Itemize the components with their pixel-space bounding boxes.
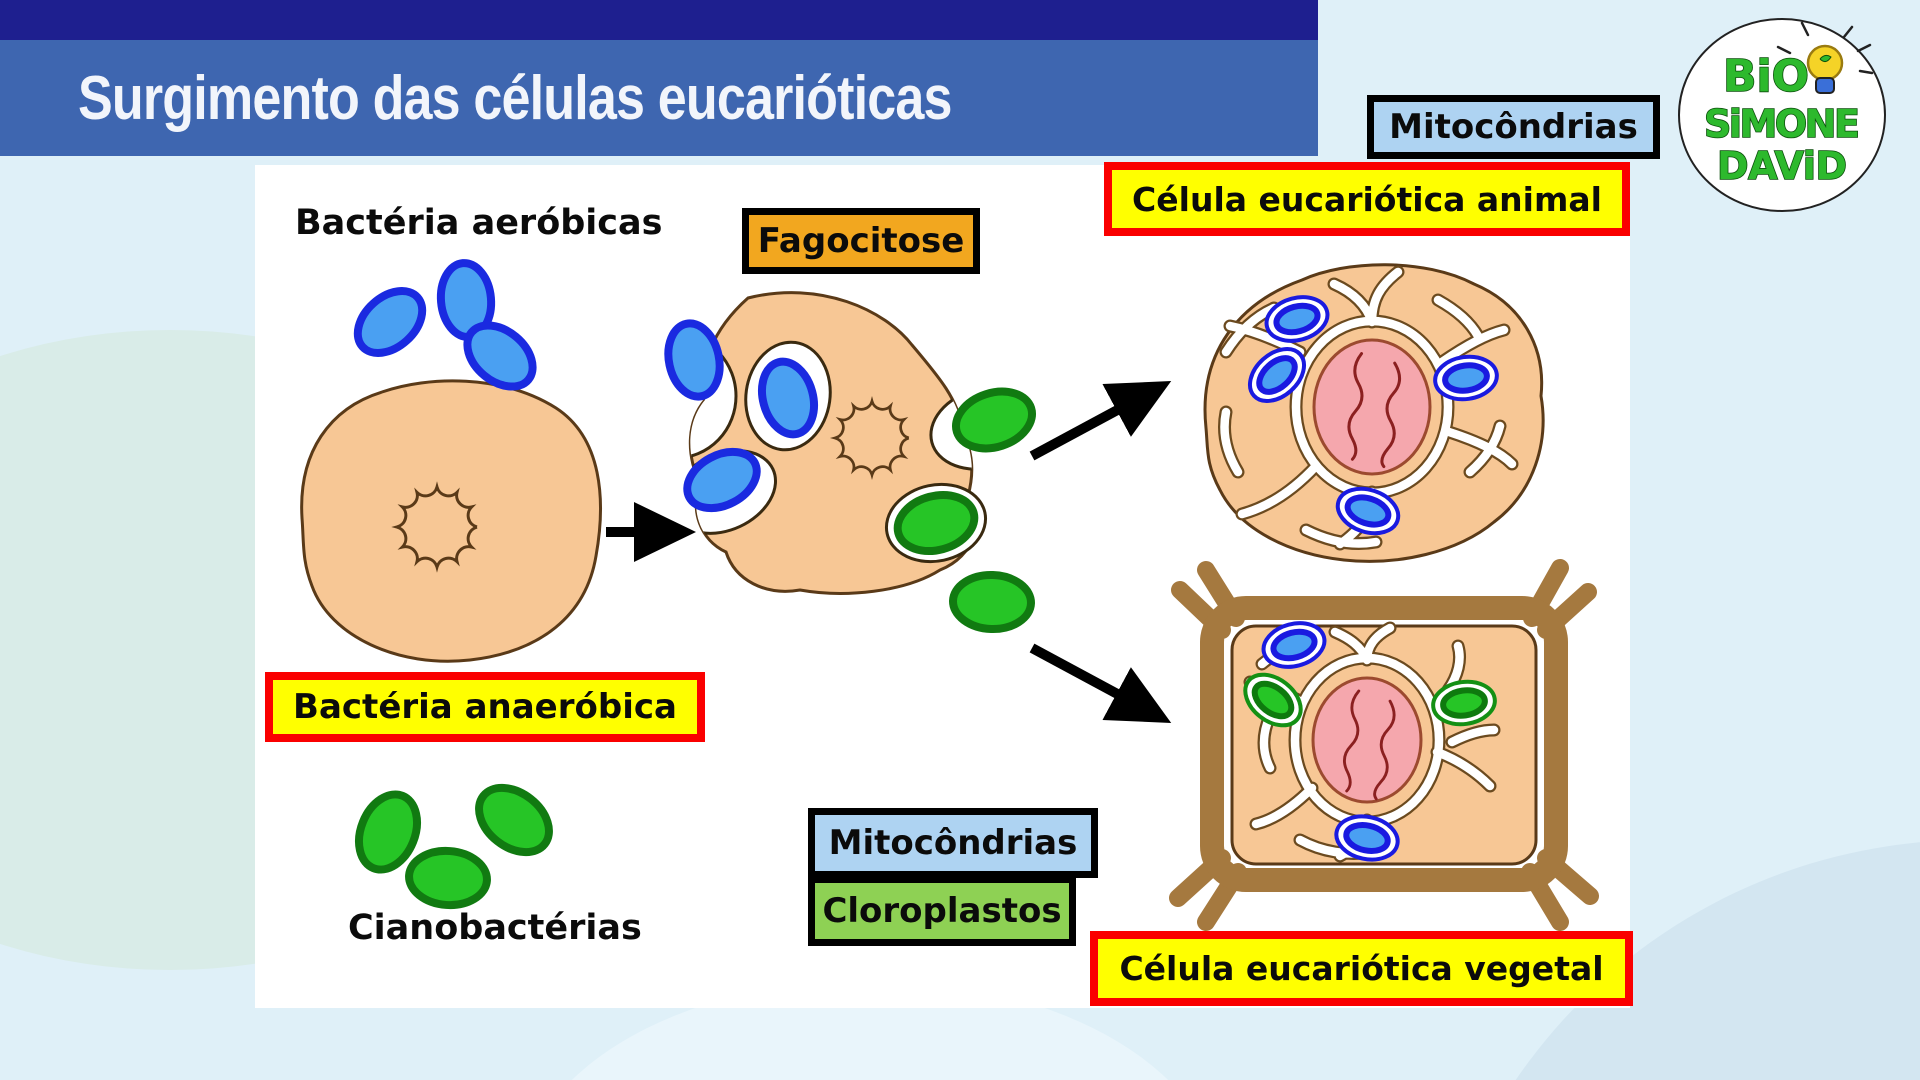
label-celula-animal: Célula eucariótica animal <box>1104 162 1630 236</box>
lightbulb-icon <box>1776 21 1874 94</box>
label-bacteria-aerobicas: Bactéria aeróbicas <box>295 203 663 243</box>
logo-line3: DAViD <box>1717 144 1847 188</box>
aerobic-bacteria-group <box>346 261 545 399</box>
logo-line2: SiMONE <box>1704 102 1860 146</box>
label-bacteria-anaerobica: Bactéria anaeróbica <box>265 672 705 742</box>
label-cloroplastos: Cloroplastos <box>808 876 1076 946</box>
logo-line1: BiO <box>1723 51 1809 102</box>
label-mitocondrias-vegetal: Mitocôndrias <box>808 808 1098 878</box>
nucleus <box>1312 338 1432 476</box>
phagocytosis-cell <box>616 291 1050 631</box>
arrow-up-right-icon <box>1029 381 1172 461</box>
page-title: Surgimento das células eucarióticas <box>78 63 953 133</box>
bio-simone-david-logo: BiO SiMONE DAViD <box>1678 18 1886 212</box>
anaerobic-bacterium-cell <box>300 379 602 663</box>
cyanobacteria-group <box>348 775 561 908</box>
arrow-down-right-icon <box>1029 643 1172 723</box>
cell-wall-corners <box>1169 559 1599 931</box>
label-cianobacterias: Cianobactérias <box>348 908 642 948</box>
plant-cell <box>1169 559 1599 931</box>
label-fagocitose: Fagocitose <box>742 208 980 274</box>
label-celula-vegetal: Célula eucariótica vegetal <box>1090 931 1633 1006</box>
title-bar: Surgimento das células eucarióticas <box>0 40 1318 156</box>
top-navy-strip <box>0 0 1318 40</box>
cell-wall <box>1200 596 1568 892</box>
animal-cell <box>1203 263 1545 563</box>
nucleus <box>1311 676 1423 804</box>
label-mitocondrias-animal: Mitocôndrias <box>1367 95 1660 159</box>
